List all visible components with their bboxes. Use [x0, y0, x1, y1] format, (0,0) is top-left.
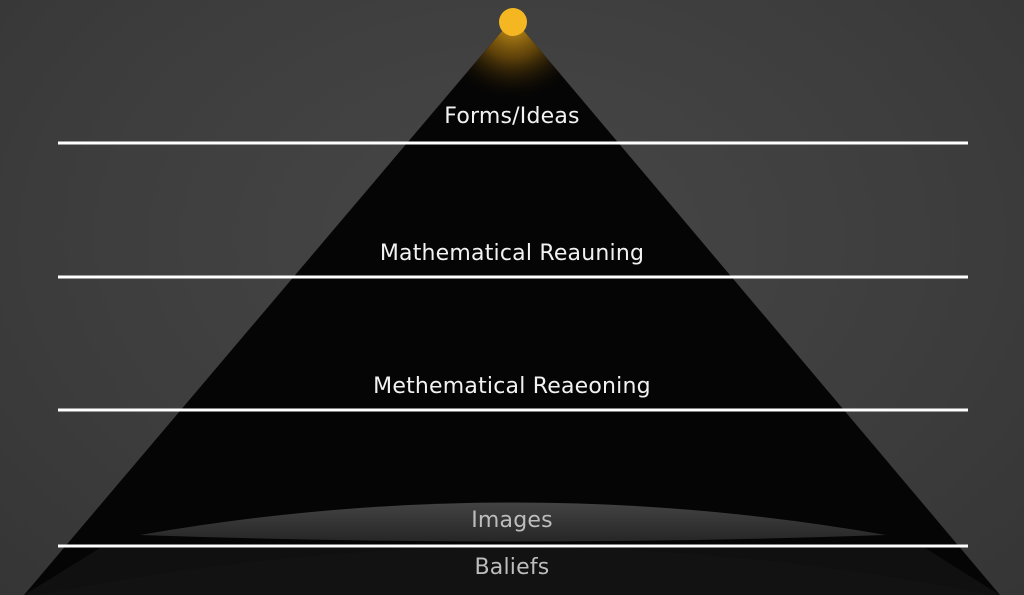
sun-icon	[499, 8, 527, 36]
level-label-forms-ideas: Forms/Ideas	[444, 104, 580, 129]
pyramid-lower-tint	[24, 548, 1000, 595]
pyramid-shape	[24, 18, 1000, 595]
level-label-mathematical-reasoning-1: Mathematical Reauning	[379, 241, 645, 266]
cave-band	[140, 502, 886, 542]
level-label-beliefs: Baliefs	[474, 555, 550, 580]
apex-glow	[406, 18, 620, 145]
level-label-mathematical-reasoning-2: Methematical Reaeoning	[373, 374, 651, 399]
level-label-images: Images	[471, 508, 553, 533]
